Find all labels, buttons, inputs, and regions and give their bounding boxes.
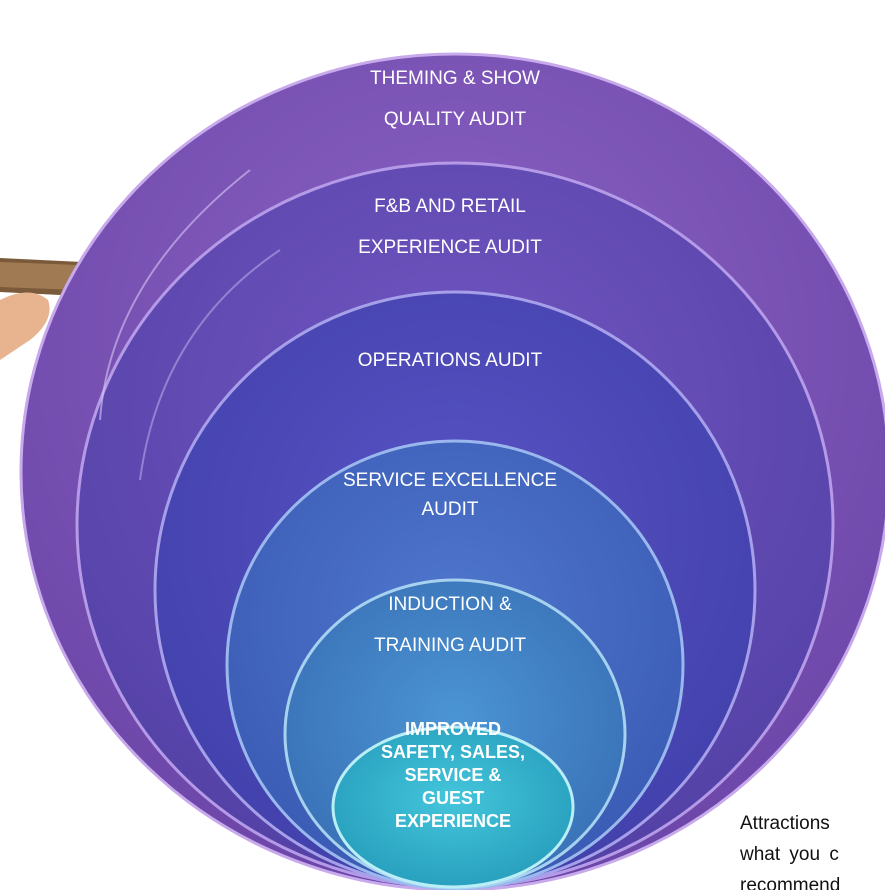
side-paragraph-text: Attractions what you c recommend (740, 813, 841, 890)
ring-label-service-excellence: SERVICE EXCELLENCE AUDIT (342, 470, 557, 520)
ring-label-fb-retail: F&B AND RETAIL EXPERIENCE AUDIT (358, 196, 542, 258)
hand-holding-tablet-image (0, 258, 82, 360)
core-label-improved: IMPROVED SAFETY, SALES, SERVICE & GUEST … (380, 719, 526, 831)
core-improved-outcomes (331, 725, 575, 889)
ring-label-operations: OPERATIONS AUDIT (357, 350, 543, 371)
ring-label-induction-training: INDUCTION & TRAINING AUDIT (373, 594, 526, 656)
ring-label-theming: THEMING & SHOW QUALITY AUDIT (370, 68, 540, 130)
